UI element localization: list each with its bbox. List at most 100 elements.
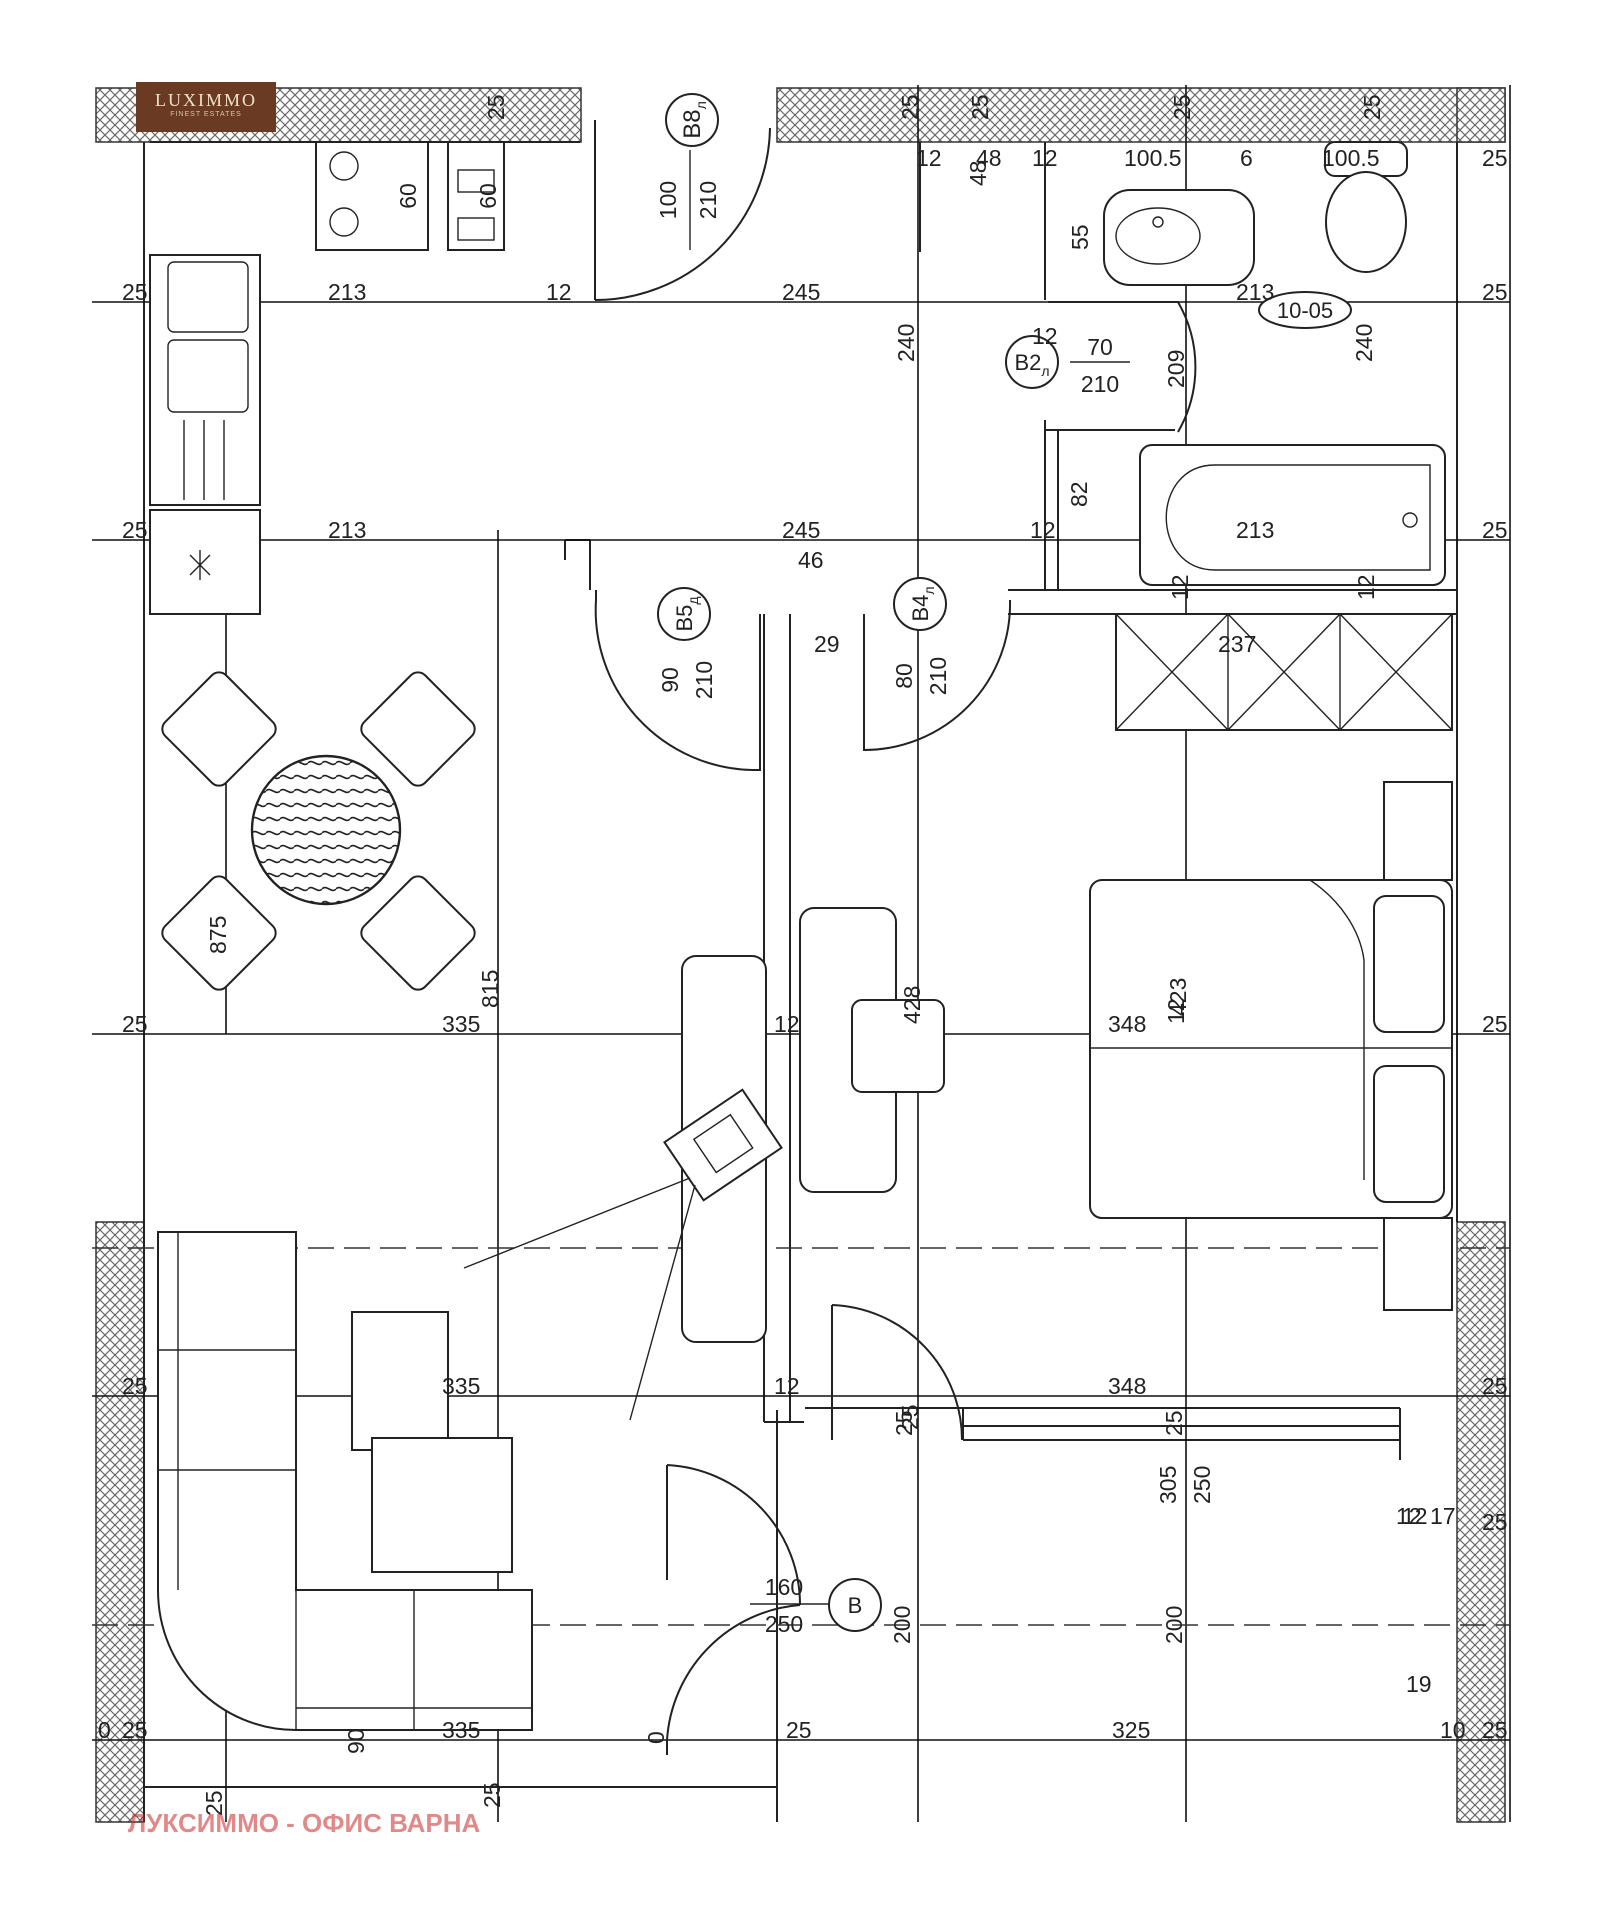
dimension-label: 46 bbox=[798, 547, 824, 573]
double-bed bbox=[1089, 879, 1453, 1219]
door-tag-b4: B4л 80 210 bbox=[891, 577, 951, 695]
door-tag-label: B5д bbox=[672, 596, 701, 631]
corner-sofa bbox=[157, 1231, 533, 1731]
door-height: 250 bbox=[765, 1611, 803, 1637]
dimension-label: 200 bbox=[889, 1606, 915, 1644]
dimension-label: 245 bbox=[782, 279, 820, 305]
luximmo-logo: LUXIMMO FINEST ESTATES bbox=[136, 82, 276, 132]
side-table bbox=[371, 1437, 513, 1573]
dimension-label: 29 bbox=[814, 631, 840, 657]
dimension-label: 48 bbox=[965, 160, 991, 186]
door-swings bbox=[594, 120, 1197, 1755]
dimension-label: 100.5 bbox=[1322, 145, 1380, 171]
dimension-label: 25 bbox=[1161, 1410, 1187, 1436]
dining-chair bbox=[161, 671, 476, 991]
dimension-label: 245 bbox=[782, 517, 820, 543]
dimension-label: 325 bbox=[1112, 1717, 1150, 1743]
dimension-label: 12 bbox=[1032, 145, 1058, 171]
dimension-label: 348 bbox=[1108, 1011, 1146, 1037]
door-width: 160 bbox=[765, 1574, 803, 1600]
door-tag-label: B bbox=[848, 1593, 863, 1618]
dimension-label: 25 bbox=[1482, 517, 1508, 543]
door-width: 70 bbox=[1087, 334, 1113, 360]
kitchen bbox=[149, 141, 505, 615]
door-tag-b8: B8л 100 210 bbox=[655, 93, 721, 250]
dimension-label: 25 bbox=[122, 279, 148, 305]
dimension-labels: 25 25 25 25 25 25 25 25 25 25 25 25 25 2… bbox=[98, 94, 1508, 1816]
dimension-label: 423 bbox=[1165, 978, 1191, 1016]
dimension-label: 213 bbox=[1236, 517, 1274, 543]
wall-top-right-corner bbox=[1456, 87, 1506, 143]
dimension-label: 17 bbox=[1430, 1503, 1456, 1529]
dimension-label: 0 bbox=[98, 1717, 111, 1743]
dimension-label: 25 bbox=[967, 94, 993, 120]
oven-size-label: 60 bbox=[475, 183, 501, 209]
dimension-label: 90 bbox=[343, 1728, 369, 1754]
dimension-label: 25 bbox=[122, 1717, 148, 1743]
dimension-label: 348 bbox=[1108, 1373, 1146, 1399]
door-tags: B8л 100 210 B2л 70 210 B5д 90 210 B4л 80… bbox=[655, 93, 1352, 1637]
tv-on-stand bbox=[463, 1088, 783, 1421]
door-width: 90 bbox=[657, 667, 683, 693]
wall-right-lower bbox=[1456, 1221, 1506, 1823]
dimension-label: 12 bbox=[1353, 574, 1379, 600]
dimension-label: 25 bbox=[483, 94, 509, 120]
nightstand bbox=[1383, 781, 1453, 881]
dimension-label: 335 bbox=[442, 1373, 480, 1399]
dimension-label: 82 bbox=[1066, 481, 1092, 507]
dimension-label: 25 bbox=[122, 1373, 148, 1399]
dimension-label: 55 bbox=[1067, 224, 1093, 250]
office-watermark: ЛУКСИММО - ОФИС ВАРНА bbox=[128, 1808, 481, 1838]
dimension-label: 12 bbox=[1167, 574, 1193, 600]
dimension-label: 25 bbox=[786, 1717, 812, 1743]
dining-set bbox=[161, 671, 476, 991]
dimension-label: 305 bbox=[1155, 1466, 1181, 1504]
dimension-label: 25 bbox=[479, 1782, 505, 1808]
dimension-label: 213 bbox=[328, 517, 366, 543]
dimension-label: 25 bbox=[1482, 1717, 1508, 1743]
dimension-label: 25 bbox=[1482, 1373, 1508, 1399]
dimension-label: 12 bbox=[774, 1373, 800, 1399]
dimension-label: 428 bbox=[899, 986, 925, 1024]
dining-table bbox=[250, 754, 402, 906]
dimension-label: 12 bbox=[1032, 323, 1058, 349]
bedroom bbox=[681, 781, 1453, 1343]
logo-name: LUXIMMO bbox=[155, 90, 257, 110]
dimension-label: 25 bbox=[1482, 145, 1508, 171]
dimension-label: 12 bbox=[916, 145, 942, 171]
door-width: 100 bbox=[655, 181, 681, 219]
dimension-label: 213 bbox=[1236, 279, 1274, 305]
cooktop bbox=[315, 141, 429, 251]
dimension-label: 237 bbox=[1218, 631, 1256, 657]
dimension-label: 25 bbox=[1169, 94, 1195, 120]
dimension-label: 25 bbox=[122, 517, 148, 543]
dimension-label: 25 bbox=[201, 1790, 227, 1816]
dimension-label: 25 bbox=[897, 94, 923, 120]
dimension-label: 25 bbox=[1359, 94, 1385, 120]
door-height: 210 bbox=[695, 181, 721, 219]
dimension-label: 213 bbox=[328, 279, 366, 305]
dimension-label: 335 bbox=[442, 1717, 480, 1743]
door-tag-b: B 160 250 bbox=[750, 1574, 882, 1637]
bathroom bbox=[1103, 141, 1446, 586]
wall-top-right bbox=[776, 87, 1506, 143]
pillow bbox=[1373, 895, 1445, 1033]
dashed-axes bbox=[92, 1247, 1510, 1626]
dimension-label: 335 bbox=[442, 1011, 480, 1037]
door-width: 80 bbox=[891, 663, 917, 689]
dimension-label: 25 bbox=[1482, 1011, 1508, 1037]
door-tag-b5: B5д 90 210 bbox=[657, 587, 717, 699]
toilet-bowl bbox=[1325, 171, 1407, 273]
dimension-label: 19 bbox=[1406, 1671, 1432, 1697]
room-code-tag: 10-05 bbox=[1258, 291, 1352, 329]
door-height: 210 bbox=[925, 657, 951, 695]
dimension-label: 25 bbox=[1482, 1509, 1508, 1535]
wardrobe bbox=[1115, 613, 1453, 731]
exterior-walls bbox=[95, 87, 1506, 1823]
dimension-label: 6 bbox=[1240, 145, 1253, 171]
dimension-label: 48 bbox=[976, 145, 1002, 171]
dimension-label: 25 bbox=[891, 1410, 917, 1436]
dimension-label: 12 bbox=[1030, 517, 1056, 543]
dimension-label: 200 bbox=[1161, 1606, 1187, 1644]
dimension-label: 815 bbox=[477, 970, 503, 1008]
